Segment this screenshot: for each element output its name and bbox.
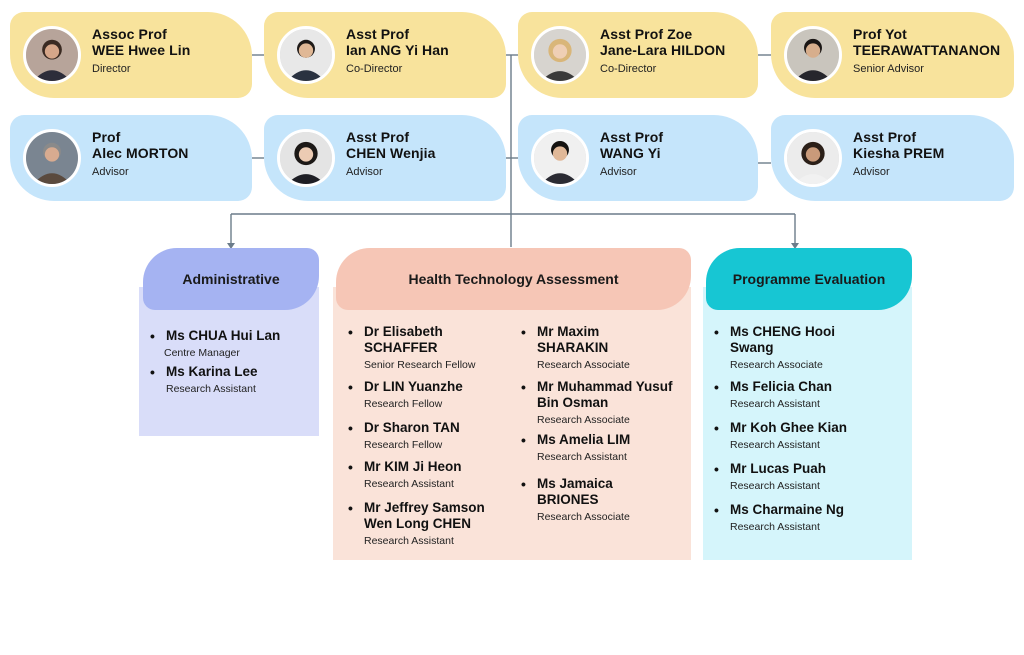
- pe-title: Programme Evaluation: [732, 271, 886, 287]
- member-name: Ms Karina Lee: [150, 364, 350, 380]
- list-item: Mr KIM Ji Heon Research Assistant: [348, 459, 508, 491]
- card-title: Prof Yot: [853, 26, 907, 42]
- card-name: Kiesha PREM: [853, 145, 945, 161]
- avatar: [531, 129, 589, 187]
- card-role: Senior Advisor: [853, 63, 924, 75]
- card-role: Advisor: [92, 166, 129, 178]
- card-role: Co-Director: [346, 63, 403, 75]
- member-name: Mr Jeffrey Samson Wen Long CHEN: [348, 500, 513, 532]
- advisor-card-1: Prof Alec MORTON Advisor: [10, 115, 252, 201]
- list-item: Ms CHUA Hui Lan Centre Manager: [150, 328, 350, 360]
- advisor-card-4: Asst Prof Kiesha PREM Advisor: [771, 115, 1014, 201]
- member-role: Senior Research Fellow: [364, 359, 476, 371]
- list-item: Ms Charmaine Ng Research Assistant: [714, 502, 904, 534]
- avatar: [784, 129, 842, 187]
- member-name: Mr Muhammad Yusuf Bin Osman: [521, 379, 681, 411]
- member-role: Research Fellow: [364, 439, 443, 451]
- member-role: Research Fellow: [364, 398, 443, 410]
- administrative-header: Administrative: [143, 248, 319, 310]
- member-role: Research Assistant: [364, 535, 454, 547]
- card-name: WEE Hwee Lin: [92, 42, 191, 58]
- member-name: Ms Amelia LIM: [521, 432, 681, 448]
- card-name: Ian ANG Yi Han: [346, 42, 449, 58]
- list-item: Mr Koh Ghee Kian Research Assistant: [714, 420, 904, 452]
- card-title: Prof: [92, 129, 121, 145]
- list-item: Ms Amelia LIM Research Assistant: [521, 432, 681, 464]
- list-item: Mr Jeffrey Samson Wen Long CHEN Research…: [348, 500, 513, 548]
- card-title: Asst Prof: [600, 129, 664, 145]
- list-item: Dr Elisabeth SCHAFFER Senior Research Fe…: [348, 324, 508, 372]
- card-title: Asst Prof: [346, 129, 410, 145]
- member-name: Ms CHUA Hui Lan: [150, 328, 350, 344]
- list-item: Mr Muhammad Yusuf Bin Osman Research Ass…: [521, 379, 681, 427]
- member-name: Mr KIM Ji Heon: [348, 459, 508, 475]
- administrative-title: Administrative: [182, 271, 280, 287]
- card-name: CHEN Wenjia: [346, 145, 436, 161]
- member-role: Research Assistant: [730, 439, 820, 451]
- list-item: Ms CHENG Hooi Swang Research Associate: [714, 324, 864, 372]
- avatar: [531, 26, 589, 84]
- list-item: Dr Sharon TAN Research Fellow: [348, 420, 508, 452]
- member-name: Mr Maxim SHARAKIN: [521, 324, 641, 356]
- member-role: Research Assistant: [166, 383, 256, 395]
- card-role: Director: [92, 63, 131, 75]
- card-name: TEERAWATTANANON: [853, 42, 1001, 58]
- avatar: [23, 129, 81, 187]
- card-role: Advisor: [600, 166, 637, 178]
- member-role: Research Associate: [730, 359, 823, 371]
- list-item: Ms Karina Lee Research Assistant: [150, 364, 350, 396]
- card-role: Co-Director: [600, 63, 657, 75]
- pe-header: Programme Evaluation: [706, 248, 912, 310]
- member-role: Research Assistant: [730, 480, 820, 492]
- advisor-card-2: Asst Prof CHEN Wenjia Advisor: [264, 115, 506, 201]
- card-title: Asst Prof Zoe: [600, 26, 693, 42]
- member-name: Ms Felicia Chan: [714, 379, 904, 395]
- leader-card-co-director-1: Asst Prof Ian ANG Yi Han Co-Director: [264, 12, 506, 98]
- member-name: Dr Sharon TAN: [348, 420, 508, 436]
- leader-card-co-director-2: Asst Prof Zoe Jane-Lara HILDON Co-Direct…: [518, 12, 758, 98]
- member-role: Centre Manager: [164, 347, 240, 359]
- member-name: Mr Lucas Puah: [714, 461, 904, 477]
- member-role: Research Assistant: [730, 521, 820, 533]
- leader-card-director: Assoc Prof WEE Hwee Lin Director: [10, 12, 252, 98]
- list-item: Ms Felicia Chan Research Assistant: [714, 379, 904, 411]
- avatar: [784, 26, 842, 84]
- avatar: [277, 26, 335, 84]
- list-item: Dr LIN Yuanzhe Research Fellow: [348, 379, 508, 411]
- hta-header: Health Technology Assessment: [336, 248, 691, 310]
- member-name: Mr Koh Ghee Kian: [714, 420, 904, 436]
- list-item: Ms Jamaica BRIONES Research Associate: [521, 476, 641, 524]
- leader-card-senior-advisor: Prof Yot TEERAWATTANANON Senior Advisor: [771, 12, 1014, 98]
- member-role: Research Assistant: [364, 478, 454, 490]
- member-role: Research Associate: [537, 414, 630, 426]
- avatar: [23, 26, 81, 84]
- avatar: [277, 129, 335, 187]
- list-item: Mr Lucas Puah Research Assistant: [714, 461, 904, 493]
- card-role: Advisor: [346, 166, 383, 178]
- hta-title: Health Technology Assessment: [408, 271, 619, 287]
- member-name: Dr LIN Yuanzhe: [348, 379, 508, 395]
- card-role: Advisor: [853, 166, 890, 178]
- administrative-panel: [139, 287, 319, 436]
- member-role: Research Associate: [537, 359, 630, 371]
- advisor-card-3: Asst Prof WANG Yi Advisor: [518, 115, 758, 201]
- card-name: WANG Yi: [600, 145, 661, 161]
- member-role: Research Associate: [537, 511, 630, 523]
- card-title: Asst Prof: [346, 26, 410, 42]
- card-name: Jane-Lara HILDON: [600, 42, 726, 58]
- list-item: Mr Maxim SHARAKIN Research Associate: [521, 324, 641, 372]
- member-name: Ms CHENG Hooi Swang: [714, 324, 864, 356]
- card-title: Assoc Prof: [92, 26, 167, 42]
- card-title: Asst Prof: [853, 129, 917, 145]
- member-name: Ms Jamaica BRIONES: [521, 476, 641, 508]
- member-name: Dr Elisabeth SCHAFFER: [348, 324, 508, 356]
- member-name: Ms Charmaine Ng: [714, 502, 904, 518]
- member-role: Research Assistant: [730, 398, 820, 410]
- card-name: Alec MORTON: [92, 145, 189, 161]
- member-role: Research Assistant: [537, 451, 627, 463]
